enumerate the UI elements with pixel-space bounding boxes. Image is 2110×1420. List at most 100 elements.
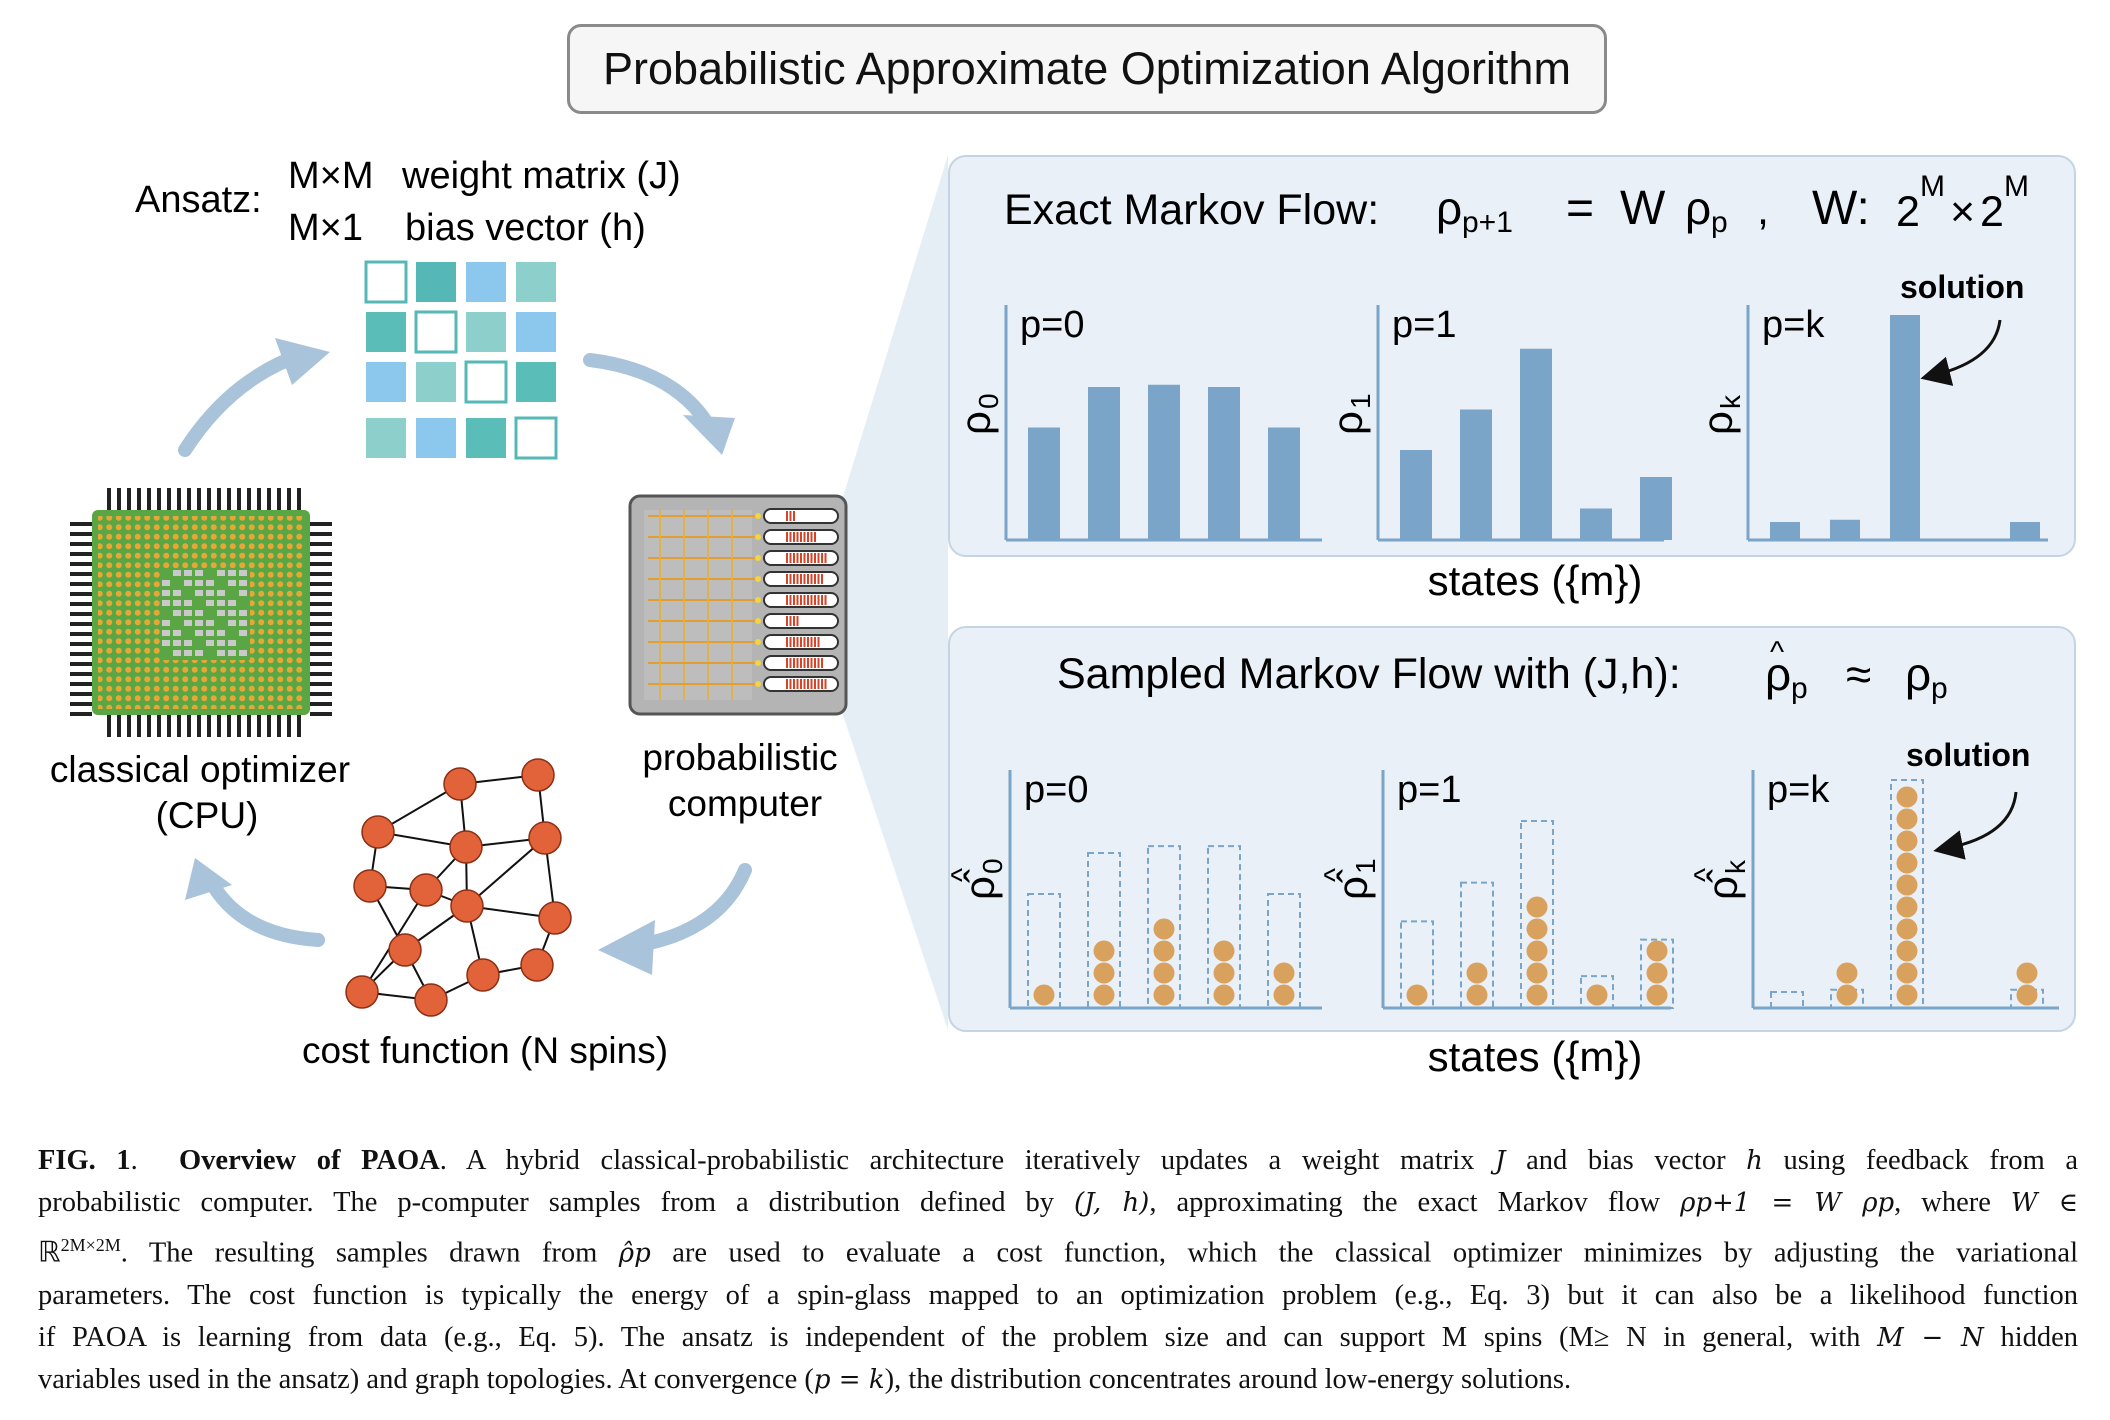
chip-pin: [137, 488, 141, 510]
pcomp-bit: [789, 595, 792, 605]
sample-dot: [1153, 918, 1175, 940]
sample-dot: [2016, 984, 2038, 1006]
exact-bar: [1520, 348, 1552, 540]
sample-dot: [1526, 940, 1548, 962]
sampled-dashed-bar: [1147, 845, 1181, 1009]
pcomp-bit: [793, 637, 795, 647]
chip-die-cell: [239, 590, 247, 596]
pcomp-register: [763, 613, 839, 629]
chip-die-cell: [239, 580, 247, 586]
matrix-cell: [466, 418, 506, 458]
pcomp-bit: [789, 679, 792, 689]
pcomp-bit: [803, 574, 806, 584]
exact-bar: [1580, 508, 1612, 540]
chip-pin: [237, 488, 241, 510]
pcomp-bit: [793, 658, 795, 668]
chip-die-cell: [173, 640, 181, 646]
chip-pin: [310, 692, 332, 696]
chip-pin: [310, 592, 332, 596]
chip-pin: [227, 488, 231, 510]
chip-pin: [127, 488, 131, 510]
exact-rho-sub: p+1: [1462, 206, 1513, 239]
chip-pin: [310, 632, 332, 636]
chip-pin: [70, 682, 92, 686]
graph-node: [538, 901, 572, 935]
pcomp-bit: [814, 532, 816, 542]
chip-die-cell: [173, 600, 181, 606]
pcomp-bit: [803, 595, 806, 605]
chip-pin: [207, 488, 211, 510]
pcomp-bit: [789, 574, 792, 584]
pcomp-register: [763, 508, 839, 524]
chip-pin: [287, 715, 291, 737]
exact-chart-3-ylabel: ρ: [1694, 411, 1741, 435]
chip-die-cell: [239, 570, 247, 576]
cycle-arrow-bottom-left: [203, 873, 325, 947]
caption-fig-title: Overview of PAOA: [179, 1145, 440, 1176]
chip-die-cell: [173, 630, 181, 636]
pcomp-bit: [800, 637, 802, 647]
chip-die-cell: [217, 650, 225, 656]
sample-dot: [1466, 962, 1488, 984]
exact-times: ×: [1950, 188, 1975, 236]
ansatz-line1-dims: M×M: [288, 155, 374, 197]
exact-bar: [1890, 315, 1920, 540]
sample-dot: [1896, 874, 1918, 896]
chip-pin: [310, 602, 332, 606]
pcomp-bit: [814, 553, 816, 563]
pcomp-bit: [796, 532, 799, 542]
pcomp-bit: [807, 532, 809, 542]
sample-dot: [1896, 896, 1918, 918]
sample-dot: [1896, 808, 1918, 830]
pcomp-bit: [786, 616, 788, 626]
sample-dot: [1646, 940, 1668, 962]
chip-pin: [277, 488, 281, 510]
chip-pin: [310, 582, 332, 586]
ansatz-line1-text: weight matrix (J): [401, 155, 681, 197]
exact-chart-3-ylabel-sub: k: [1715, 394, 1746, 409]
chip-die-cell: [195, 590, 203, 596]
exact-bar: [1208, 387, 1240, 540]
exact-chart-1-ylabel: ρ: [952, 411, 999, 435]
pcomp-bit: [810, 574, 813, 584]
exact-bar: [1268, 427, 1300, 540]
pcomp-bit: [810, 532, 813, 542]
sampled-dashed-bar: [1087, 851, 1121, 1010]
exact-markov-panel: [948, 155, 2076, 557]
pcomp-bit: [821, 553, 823, 563]
graph-node: [345, 975, 379, 1009]
chip-die-cell: [195, 620, 203, 626]
exact-m1: M: [1920, 170, 1945, 203]
chip-pin: [70, 712, 92, 716]
sampled-ylabel-hat: ^: [946, 868, 979, 882]
graph-node: [443, 767, 477, 801]
matrix-cell: [416, 418, 456, 458]
chip-die-cell: [228, 580, 236, 586]
chip-die-cell: [162, 620, 170, 626]
chip-die-cell: [228, 640, 236, 646]
exact-bar: [1148, 384, 1180, 540]
computer-label: computer: [668, 783, 822, 824]
pcomp-node: [755, 576, 761, 582]
chip-die-cell: [173, 610, 181, 616]
sampled-dashed-bar: [1640, 938, 1674, 1009]
sampled-chart-1-ylabel-sub: 0: [977, 858, 1008, 874]
chip-pin: [187, 715, 191, 737]
sample-dot: [1213, 940, 1235, 962]
pcomp-bit: [803, 679, 806, 689]
chip-pin: [310, 672, 332, 676]
matrix-cell: [516, 362, 556, 402]
pcomp-node: [755, 681, 761, 687]
sample-dot: [1093, 940, 1115, 962]
chip-die-cell: [162, 590, 170, 596]
pcomp-bit: [800, 574, 802, 584]
exact-rho: ρ: [1436, 182, 1462, 234]
chip-pin: [297, 488, 301, 510]
chip-pin: [310, 572, 332, 576]
pcomp-node: [755, 618, 761, 624]
sampled-dashed-bar: [1460, 881, 1494, 1009]
graph-node: [414, 983, 448, 1017]
graph-node: [466, 958, 500, 992]
chip-pin: [70, 592, 92, 596]
